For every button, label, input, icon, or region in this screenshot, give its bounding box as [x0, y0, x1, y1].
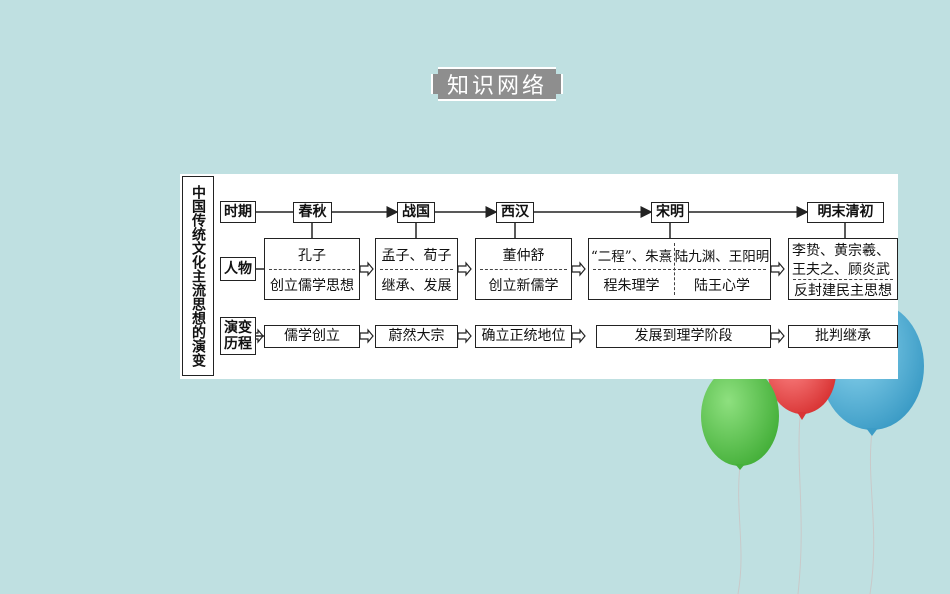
people-songming: “二程”、朱熹 陆九渊、王阳明 程朱理学 陆王心学 [588, 238, 771, 300]
period-songming: 宋明 [651, 202, 689, 223]
period-mingqing: 明末清初 [807, 202, 884, 223]
period-chunqiu: 春秋 [293, 202, 332, 223]
balloon-string-red [797, 416, 802, 594]
row-label-people: 人物 [220, 257, 256, 281]
knowledge-diagram: 中国传统文化主流思想的演变 时期 人物 演变历程 春秋 战国 西汉 宋明 明末清… [180, 174, 898, 379]
balloon-string-green [737, 465, 742, 594]
people-mingqing-names-line1: 李贽、黄宗羲、 [792, 243, 890, 259]
balloon-green [701, 366, 779, 466]
stage-zhanguo: 蔚然大宗 [375, 325, 458, 348]
row-label-period: 时期 [220, 201, 256, 223]
people-songming-luwang-school: 陆王心学 [694, 277, 750, 294]
people-zhanguo-idea: 继承、发展 [381, 277, 452, 294]
stage-mingqing: 批判继承 [788, 325, 898, 348]
people-chunqiu-name: 孔子 [298, 247, 326, 264]
people-mingqing: 李贽、黄宗羲、 王夫之、顾炎武 反封建民主思想 [788, 238, 898, 300]
people-songming-chengzhu-school: 程朱理学 [603, 277, 660, 294]
people-chunqiu-idea: 创立儒学思想 [270, 277, 354, 294]
people-mingqing-names-line2: 王夫之、顾炎武 [792, 262, 890, 278]
stage-songming: 发展到理学阶段 [596, 325, 771, 348]
period-zhanguo: 战国 [397, 202, 435, 223]
people-xihan-idea: 创立新儒学 [488, 277, 559, 294]
balloon-string-blue [869, 431, 875, 594]
people-xihan: 董仲舒 创立新儒学 [475, 238, 572, 300]
stage-chunqiu: 儒学创立 [264, 325, 360, 348]
people-chunqiu: 孔子 创立儒学思想 [264, 238, 360, 300]
people-mingqing-idea: 反封建民主思想 [794, 282, 892, 299]
section-title: 知识网络 [431, 67, 563, 101]
section-title-text: 知识网络 [446, 74, 547, 99]
period-xihan: 西汉 [496, 202, 534, 223]
people-xihan-name: 董仲舒 [502, 247, 545, 264]
row-label-evolution: 演变历程 [220, 317, 256, 355]
diagram-connectors [251, 206, 846, 344]
diagram-side-title: 中国传统文化主流思想的演变 [182, 176, 214, 376]
people-zhanguo-name: 孟子、荀子 [381, 247, 452, 264]
stage-xihan: 确立正统地位 [475, 325, 572, 348]
people-zhanguo: 孟子、荀子 继承、发展 [375, 238, 458, 300]
people-songming-chengzhu-names: “二程”、朱熹 [590, 248, 673, 265]
people-songming-luwang-names: 陆九渊、王阳明 [674, 248, 770, 265]
